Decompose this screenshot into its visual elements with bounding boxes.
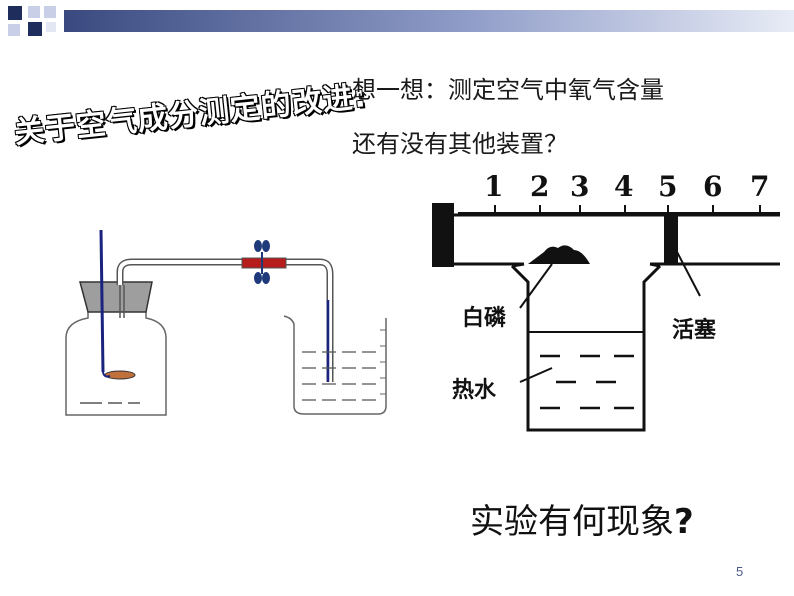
hot-water-vessel bbox=[510, 264, 662, 432]
phenomenon-question-text: 实验有何现象 bbox=[470, 502, 674, 542]
piston bbox=[664, 216, 678, 264]
phenomenon-question-mark: ? bbox=[674, 502, 694, 542]
top-decorative-bar bbox=[8, 6, 794, 36]
white-phosphorus bbox=[528, 245, 590, 264]
gas-jar bbox=[65, 312, 167, 416]
tube-end-cap bbox=[432, 203, 454, 267]
tube-clamp bbox=[241, 257, 287, 269]
label-white-phosphorus: 白磷 bbox=[462, 306, 507, 331]
ruler-number-3: 3 bbox=[570, 170, 590, 203]
corner-squares-icon bbox=[8, 6, 56, 36]
beaker bbox=[283, 315, 387, 415]
ruler-number-4: 4 bbox=[614, 170, 634, 203]
ruler-number-7: 7 bbox=[750, 170, 770, 203]
question-line-2: 还有没有其他装置？ bbox=[352, 130, 568, 158]
combustion-spoon-rod bbox=[99, 229, 105, 373]
rubber-stopper bbox=[79, 281, 153, 313]
label-hot-water: 热水 bbox=[452, 378, 497, 403]
ruler-number-2: 2 bbox=[530, 170, 550, 203]
label-piston: 活塞 bbox=[672, 318, 717, 343]
phenomenon-question: 实验有何现象? bbox=[470, 494, 694, 543]
ruler-number-5: 5 bbox=[658, 170, 678, 203]
ruler-number-1: 1 bbox=[484, 170, 504, 203]
page-number: 5 bbox=[736, 564, 744, 579]
ruler-number-6: 6 bbox=[703, 170, 723, 203]
question-line-1: 想一想：测定空气中氧气含量 bbox=[352, 76, 664, 104]
